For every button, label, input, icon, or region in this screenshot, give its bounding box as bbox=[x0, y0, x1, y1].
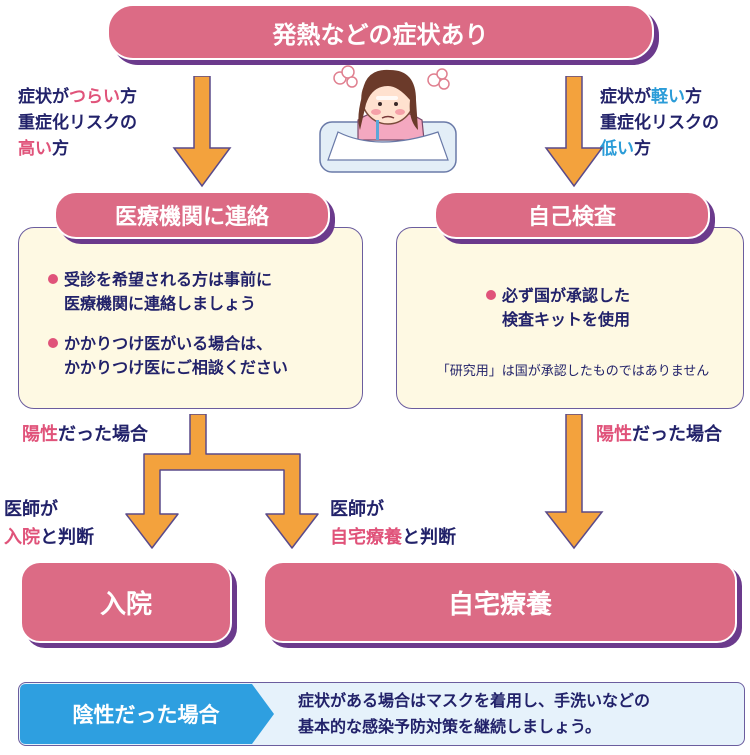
self-test-card bbox=[396, 227, 744, 409]
doctor-home-text: 医師が 自宅療養と判断 bbox=[330, 499, 456, 548]
arrow-down-right-bottom bbox=[544, 414, 604, 550]
left-branch-text: 症状がつらい方 重症化リスクの 高い方 bbox=[18, 87, 137, 159]
medical-contact-card bbox=[18, 227, 363, 409]
top-title: 発熱などの症状あり bbox=[272, 20, 489, 49]
positive-left-label: 陽性だった場合 bbox=[22, 424, 148, 445]
top-title-pill: 発熱などの症状あり bbox=[107, 4, 654, 60]
arrow-down-left-top bbox=[172, 76, 232, 188]
fever-steam-icon bbox=[333, 65, 450, 90]
medical-contact-title: 医療機関に連絡 bbox=[114, 205, 269, 230]
medical-bullet-1: 受診を希望される方は事前に 医療機関に連絡しましょう bbox=[48, 268, 272, 316]
home-care-label: 自宅療養 bbox=[447, 589, 552, 620]
right-branch-text: 症状が軽い方 重症化リスクの 低い方 bbox=[600, 87, 719, 159]
hospitalization-pill: 入院 bbox=[20, 561, 232, 643]
self-test-bullet-1: 必ず国が承認した 検査キットを使用 bbox=[486, 284, 630, 332]
hospitalization-label: 入院 bbox=[99, 589, 152, 620]
doctor-hospital-text: 医師が 入院と判断 bbox=[4, 499, 94, 548]
negative-advice: 症状がある場合はマスクを着用し、手洗いなどの 基本的な感染予防対策を継続しましょ… bbox=[298, 691, 651, 736]
arrow-split-left bbox=[125, 414, 319, 549]
negative-label-shape bbox=[20, 684, 274, 744]
medical-bullet-2: かかりつけ医がいる場合は、 かかりつけ医にご相談ください bbox=[48, 332, 288, 380]
self-test-pill: 自己検査 bbox=[434, 191, 710, 239]
self-test-note: 「研究用」は国が承認したものではありません bbox=[436, 364, 710, 379]
self-test-title: 自己検査 bbox=[527, 205, 616, 230]
medical-contact-pill: 医療機関に連絡 bbox=[54, 191, 330, 239]
sick-person-illustration bbox=[319, 65, 457, 173]
home-care-pill: 自宅療養 bbox=[263, 561, 737, 643]
arrow-down-right-top bbox=[544, 76, 604, 188]
negative-label: 陰性だった場合 bbox=[72, 703, 220, 727]
positive-right-label: 陽性だった場合 bbox=[596, 424, 722, 445]
